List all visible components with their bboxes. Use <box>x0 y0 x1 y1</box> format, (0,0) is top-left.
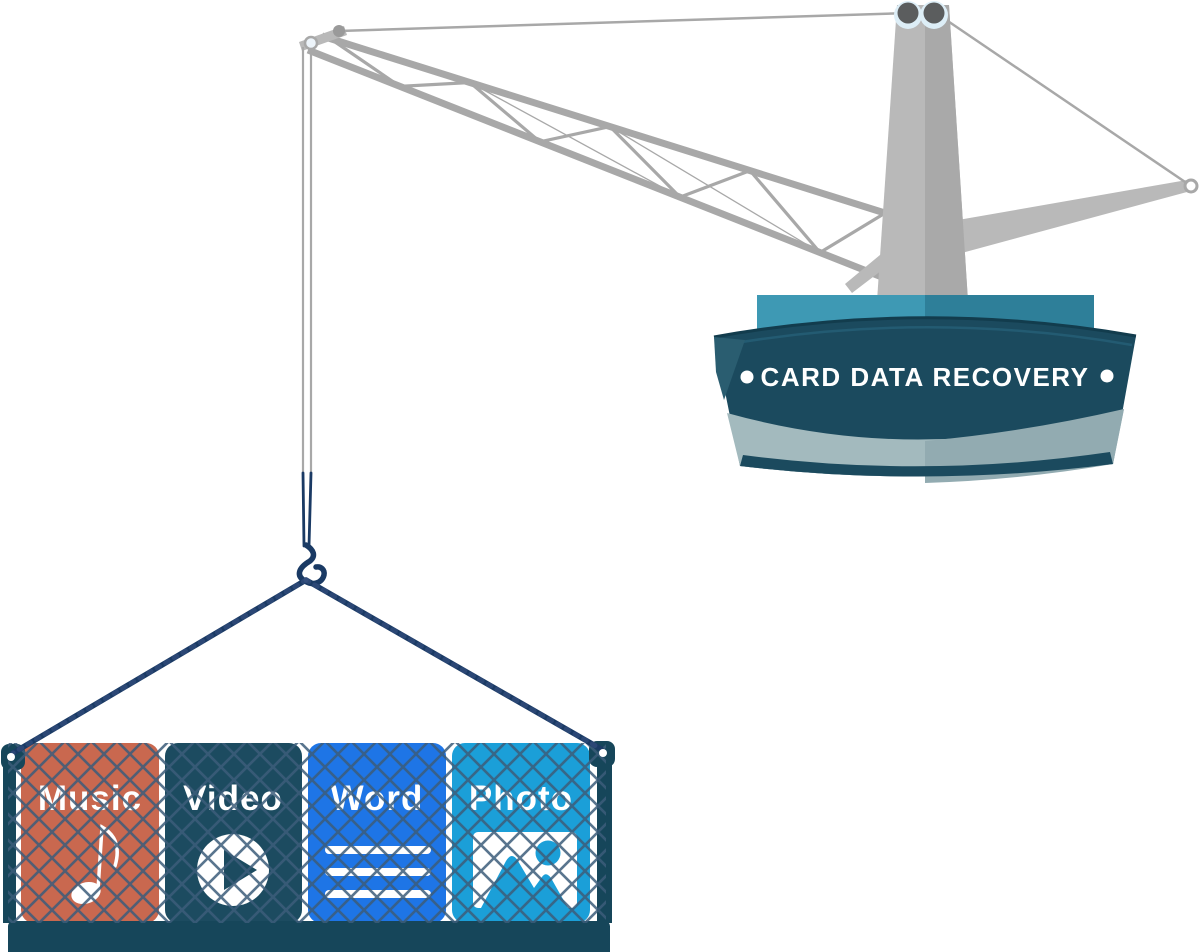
boom-upper-chord <box>320 32 890 218</box>
ship-hull-top-highlight <box>717 326 1133 348</box>
boom-tip-sheave <box>303 35 319 51</box>
sling-rope-right <box>303 577 604 752</box>
ship-keel-shadow <box>740 452 1113 477</box>
tray-left-ring-dot <box>7 753 15 761</box>
boom-thin-brace <box>469 81 681 198</box>
cargo-net <box>8 743 606 923</box>
left-stay-cable <box>338 11 910 33</box>
ship: CARD DATA RECOVERY <box>713 295 1137 483</box>
hoist-cable-navy-right <box>307 471 313 548</box>
ship-hull-left-bevel <box>714 337 745 400</box>
crane-hook-icon <box>296 542 327 587</box>
ship-hull-top-edge <box>713 316 1137 339</box>
tray-right-ring-dot <box>599 749 607 757</box>
boom-tip-pin <box>333 25 345 37</box>
rigging <box>10 471 604 756</box>
hoist-cable-navy-left <box>301 471 306 548</box>
mast-left-arm <box>845 250 890 293</box>
right-stay-cable <box>935 11 1192 188</box>
boom-thin-brace <box>609 126 821 254</box>
pulley-wheel-icon <box>923 2 945 24</box>
rope-braid-highlight <box>10 577 604 756</box>
stay-ring <box>1183 178 1199 194</box>
banner-dot-right <box>1100 369 1114 383</box>
tray-bottom-bar <box>8 921 610 952</box>
pulley-wheel-icon <box>897 2 919 24</box>
ship-banner-text: CARD DATA RECOVERY <box>761 362 1090 392</box>
boom-lattice-zigzag <box>329 37 886 255</box>
crane-boom-truss <box>306 32 894 285</box>
sling-rope-left <box>10 577 309 756</box>
crane-mast-shade <box>925 5 968 301</box>
mast-right-arm <box>958 180 1187 254</box>
crane-cables <box>301 11 1199 473</box>
banner-dot-left <box>740 370 754 384</box>
boom-lower-chord <box>306 46 894 285</box>
